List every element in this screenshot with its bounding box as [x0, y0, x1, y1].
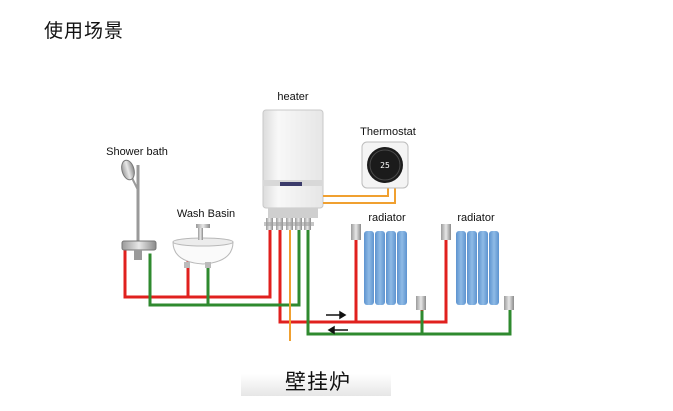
cold-water-pipes — [148, 226, 512, 336]
shower-bath: Shower bath — [106, 146, 168, 260]
thermostat-wires — [323, 188, 396, 204]
radiator-2-label: radiator — [457, 212, 495, 224]
thermostat-label: Thermostat — [360, 126, 416, 138]
shower-bath-label: Shower bath — [106, 146, 168, 158]
flow-arrows — [326, 310, 348, 335]
thermostat: 25 Thermostat — [360, 126, 416, 189]
caption: 壁挂炉 — [285, 370, 351, 394]
heater-valves — [264, 218, 314, 230]
page-title: 使用场景 — [44, 20, 125, 42]
radiator-2: radiator — [441, 212, 514, 310]
thermostat-display-value: 25 — [380, 161, 390, 170]
shower-head-icon — [121, 159, 135, 181]
pipe-network — [123, 226, 512, 341]
radiator-1-label: radiator — [368, 212, 406, 224]
radiator-2-valve-icon — [441, 224, 451, 240]
heater-label: heater — [277, 91, 309, 103]
radiator-1-valve-icon — [351, 224, 361, 240]
wash-basin-label: Wash Basin — [177, 208, 235, 220]
wash-basin: Wash Basin — [172, 208, 235, 268]
radiator-1: radiator — [351, 212, 426, 310]
heater-display — [280, 182, 302, 186]
caption-bar — [241, 374, 391, 396]
heater: heater — [262, 91, 324, 230]
